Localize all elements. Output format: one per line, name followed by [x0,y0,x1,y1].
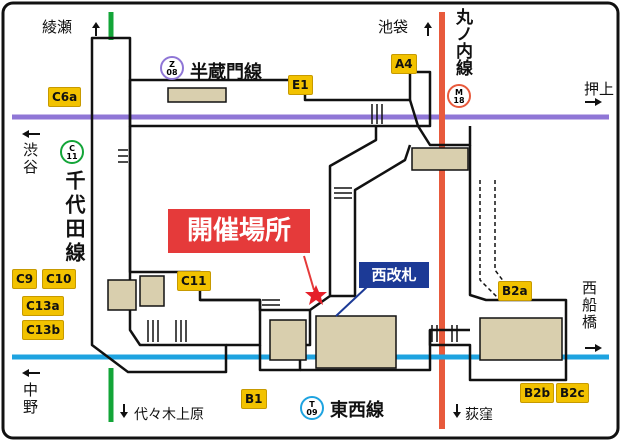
exit-a4: A4 [391,54,417,74]
exit-c10: C10 [42,269,76,289]
exit-c9: C9 [12,269,38,289]
exit-b2a: B2a [498,281,532,301]
exit-c6a: C6a [48,87,82,107]
marunouchi-code-number: 18 [453,96,465,105]
tozai-line-name: 東西線 [330,400,384,421]
marunouchi-badge: M 18 [447,84,471,108]
exit-b1: B1 [241,389,267,409]
west-ticket-gate-label: 西改札 [359,262,429,288]
hanzomon-line-name: 半蔵門線 [190,62,262,83]
exit-c13a: C13a [22,296,64,316]
chiyoda-code-number: 11 [66,152,78,161]
chiyoda-badge: C 11 [60,140,84,164]
direction-ayase: 綾瀬 [42,18,73,36]
venue-label: 開催場所 [168,209,310,253]
tozai-code-letter: T [309,400,315,409]
marunouchi-line-name: 丸ノ内線 [452,8,472,76]
direction-nishifunabashi: 西船橋 [580,280,598,331]
tozai-code-number: 09 [306,408,318,417]
exit-c11: C11 [177,271,211,291]
chiyoda-line-name: 千代田線 [62,170,86,266]
direction-shibuya: 渋谷 [21,142,39,176]
exit-e1: E1 [288,75,313,95]
exit-b2c: B2c [556,383,589,403]
exit-c13b: C13b [22,320,65,340]
marunouchi-code-letter: M [455,88,463,97]
venue-pointer [303,255,315,291]
exit-b2b: B2b [520,383,555,403]
direction-yoyogiuehara: 代々木上原 [134,407,204,423]
hanzomon-badge: Z 08 [160,56,184,80]
venue-star [305,285,327,305]
hanzomon-code-letter: Z [169,60,175,69]
chiyoda-code-letter: C [69,144,75,153]
direction-oshiage: 押上 [584,80,615,98]
gate-pointer [335,285,369,317]
direction-ikebukuro: 池袋 [378,18,409,36]
platform-blocks [107,87,563,369]
direction-nakano: 中野 [21,382,39,416]
direction-ogikubo: 荻窪 [465,407,493,423]
hanzomon-code-number: 08 [166,68,178,77]
stair-marks [118,104,458,342]
direction-arrows [22,22,602,418]
tozai-badge: T 09 [300,396,324,420]
